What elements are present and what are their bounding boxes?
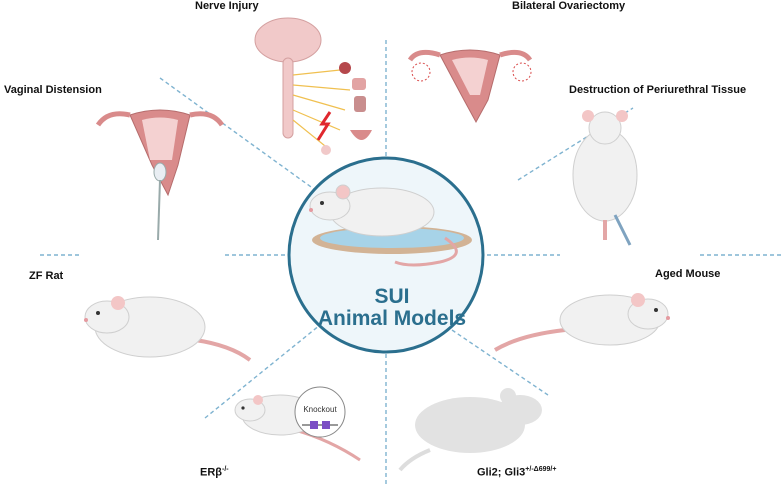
- label-zf-rat: ZF Rat: [29, 270, 64, 282]
- gli-mouse-silhouette-icon: [398, 388, 542, 472]
- center-title-line1: SUI: [374, 285, 410, 308]
- gli-superscript: +/-Δ699/+: [525, 466, 557, 473]
- label-bilateral-ovariectomy: Bilateral Ovariectomy: [512, 0, 626, 12]
- gli-text: Gli2; Gli3: [477, 466, 526, 479]
- aged-mouse-icon: [493, 293, 670, 352]
- erb-superscript: -/-: [222, 466, 229, 473]
- label-periurethral-destruction: Destruction of Periurethral Tissue: [569, 84, 747, 96]
- periurethral-rat-icon: [572, 110, 638, 246]
- erb-knockout-mouse-icon: [234, 386, 361, 462]
- label-aged-mouse: Aged Mouse: [655, 268, 721, 280]
- erb-text: ERβ: [200, 466, 222, 479]
- label-gli: Gli2; Gli3+/-Δ699/+: [477, 466, 556, 479]
- nerve-injury-icon: [254, 17, 372, 155]
- zf-rat-icon: [84, 296, 252, 362]
- knockout-label: Knockout: [303, 405, 337, 414]
- vaginal-distension-uterus-icon: [95, 109, 225, 241]
- label-erb: ERβ-/-: [200, 466, 229, 479]
- bilateral-ovariectomy-uterus-icon: [407, 49, 533, 124]
- center-title-line2: Animal Models: [317, 307, 467, 330]
- label-vaginal-distension: Vaginal Distension: [4, 84, 102, 96]
- center-rat-icon: [309, 184, 472, 267]
- label-nerve-injury: Nerve Injury: [195, 0, 259, 12]
